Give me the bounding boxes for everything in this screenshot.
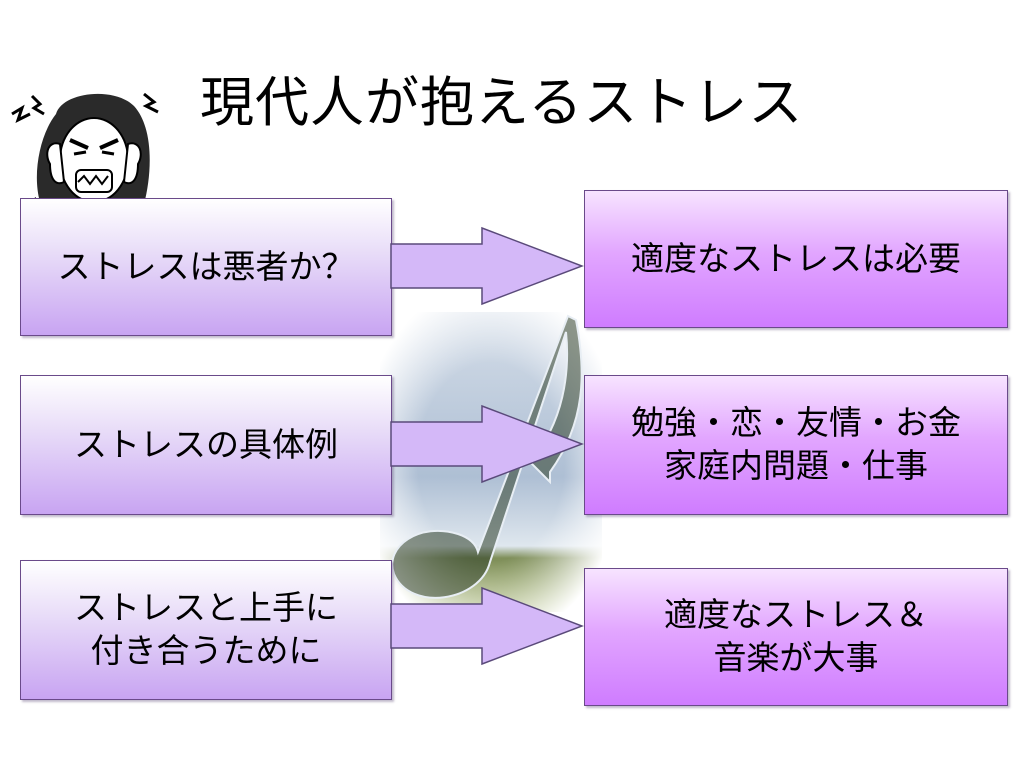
left-box-1: ストレスは悪者か？ — [20, 198, 392, 336]
arrow-1 — [390, 226, 584, 306]
right-box-3-line-2: 音楽が大事 — [713, 638, 879, 677]
left-box-1-text: ストレスは悪者か？ — [57, 246, 355, 286]
right-box-2-line-2: 家庭内問題・仕事 — [664, 446, 928, 485]
right-box-3: 適度なストレス＆ 音楽が大事 — [584, 568, 1008, 706]
right-box-2: 勉強・恋・友情・お金 家庭内問題・仕事 — [584, 375, 1008, 515]
left-box-2-text: ストレスの具体例 — [74, 424, 338, 464]
arrow-3 — [390, 586, 584, 666]
left-box-3-line-1: ストレスと上手に — [74, 588, 338, 628]
left-box-2: ストレスの具体例 — [20, 375, 392, 515]
left-box-3: ストレスと上手に 付き合うために — [20, 560, 392, 700]
arrow-2 — [390, 404, 584, 484]
right-box-2-line-1: 勉強・恋・友情・お金 — [631, 403, 961, 443]
right-box-3-line-1: 適度なストレス＆ — [664, 595, 928, 635]
left-box-3-line-2: 付き合うために — [90, 631, 322, 670]
slide-title: 現代人が抱えるストレス — [200, 71, 804, 134]
right-box-1-text: 適度なストレスは必要 — [631, 238, 961, 278]
right-box-1: 適度なストレスは必要 — [584, 190, 1008, 328]
